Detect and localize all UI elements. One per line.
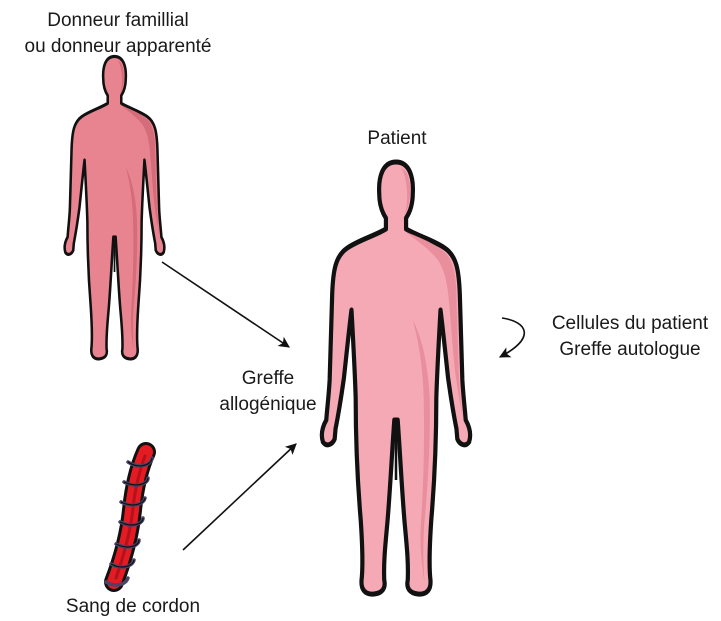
allogeneic-label-line-2: allogénique [214, 392, 322, 418]
donor-label-line-1: Donneur famillial [0, 8, 236, 34]
donor-arrow-icon [162, 262, 289, 347]
cord-arrow-icon [183, 444, 296, 550]
patient-label-text: Patient [347, 126, 447, 152]
autologous-label-line-2: Greffe autologue [540, 337, 720, 363]
patient-label: Patient [347, 126, 447, 152]
donor-label-line-2: ou donneur apparenté [0, 34, 236, 60]
donor-label: Donneur famillial ou donneur apparenté [0, 8, 236, 60]
allogeneic-label: Greffe allogénique [214, 366, 322, 418]
donor-figure-icon [65, 56, 165, 358]
umbilical-cord-icon [106, 452, 152, 585]
cord-blood-label: Sang de cordon [40, 594, 226, 620]
autologous-label: Cellules du patient Greffe autologue [540, 311, 720, 363]
curved-arrow-icon [500, 318, 524, 357]
cord-blood-label-text: Sang de cordon [40, 594, 226, 620]
allogeneic-label-line-1: Greffe [214, 366, 322, 392]
patient-figure-icon [322, 162, 470, 594]
autologous-label-line-1: Cellules du patient [540, 311, 720, 337]
